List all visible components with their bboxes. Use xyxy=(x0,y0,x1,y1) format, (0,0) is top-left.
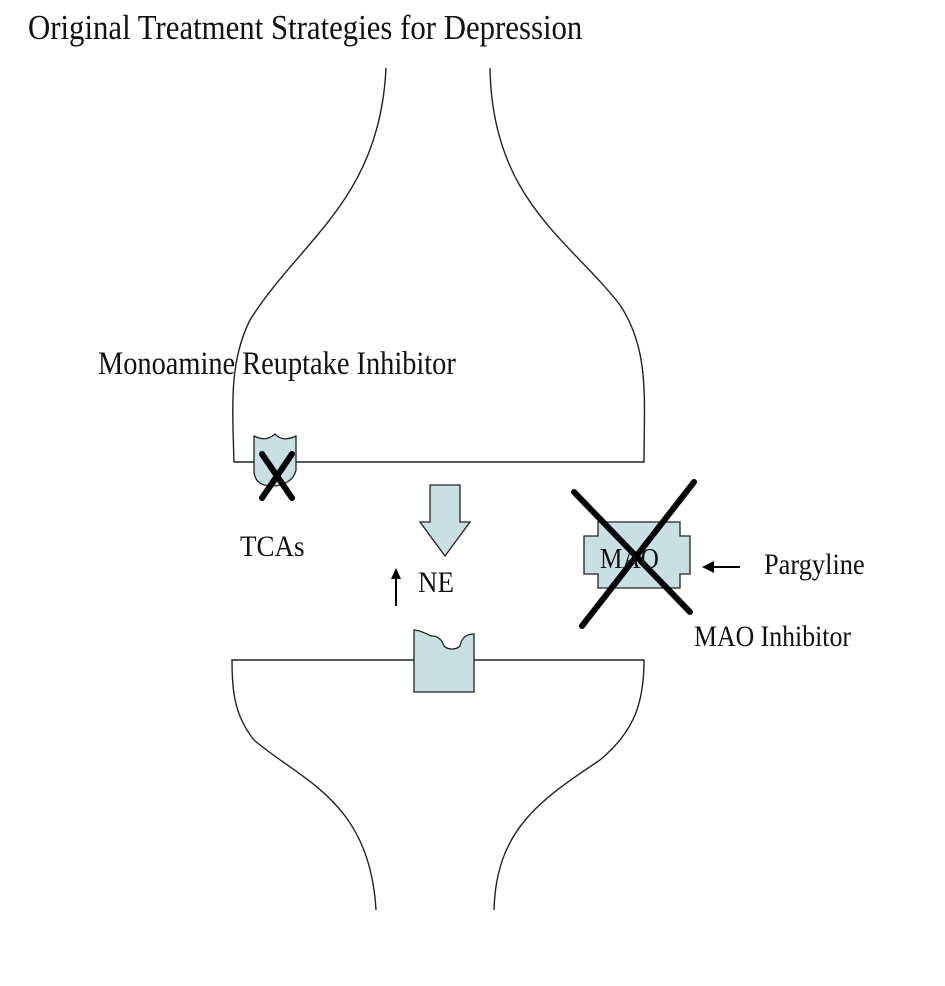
ne-label: NE xyxy=(418,566,454,599)
down-arrow-icon xyxy=(418,484,472,558)
left-arrow-icon xyxy=(702,561,740,573)
reuptake-inhibitor-label: Monoamine Reuptake Inhibitor xyxy=(98,346,456,382)
up-arrow-icon xyxy=(391,568,401,606)
postsynaptic-receptor xyxy=(413,629,475,693)
mao-cross-icon xyxy=(571,479,697,629)
tcas-label: TCAs xyxy=(240,530,305,563)
postsynaptic-terminal xyxy=(231,659,645,911)
presynaptic-terminal xyxy=(232,67,646,463)
mao-label: MAO xyxy=(600,544,659,575)
pargyline-label: Pargyline xyxy=(764,548,865,581)
diagram-title: Original Treatment Strategies for Depres… xyxy=(28,8,583,47)
mao-inhibitor-label: MAO Inhibitor xyxy=(694,620,851,653)
tca-cross-icon xyxy=(259,451,295,501)
reuptake-transporter xyxy=(253,433,297,487)
